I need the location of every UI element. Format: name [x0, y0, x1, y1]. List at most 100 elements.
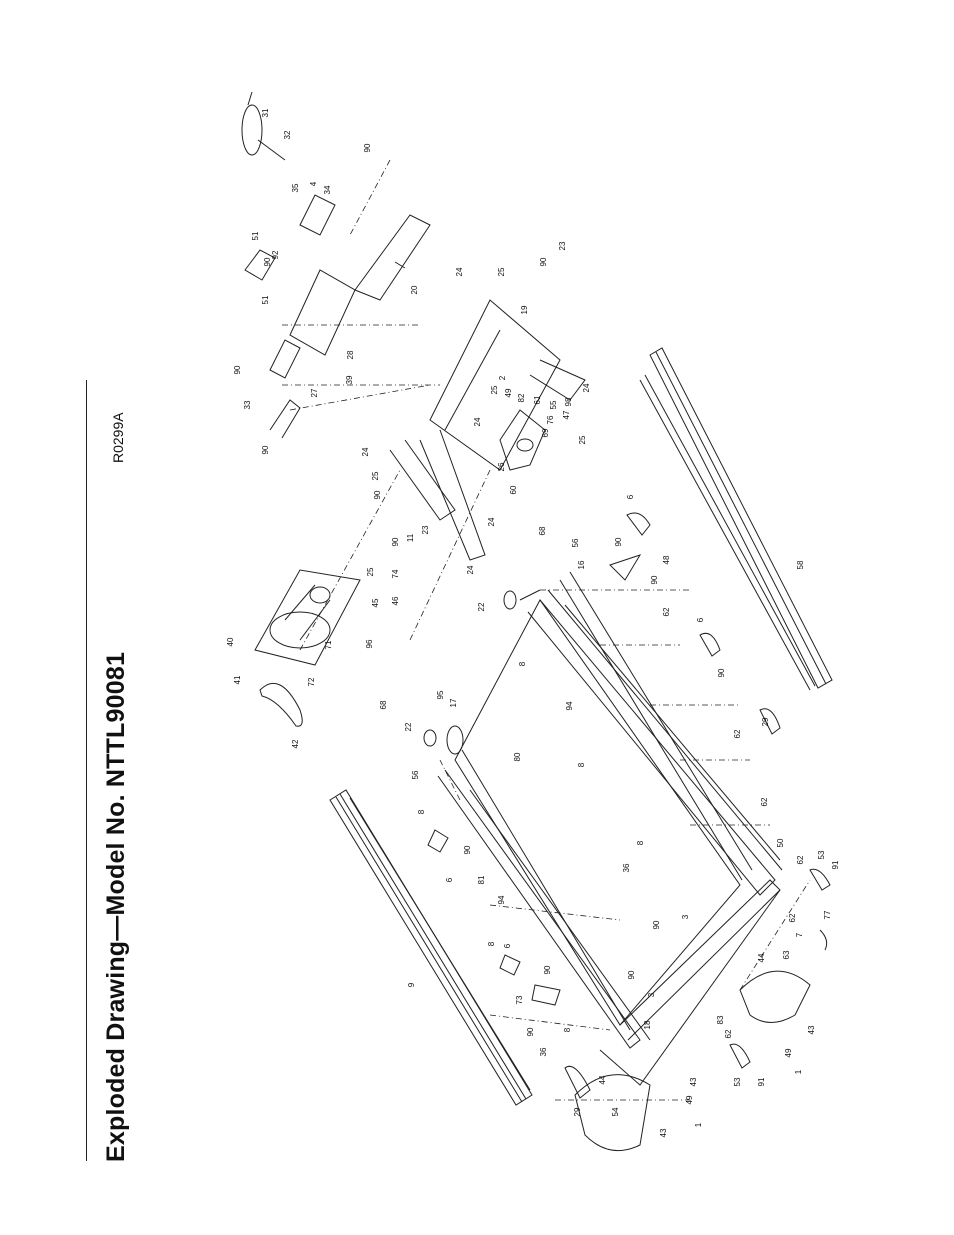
part-label: 9: [407, 982, 416, 987]
part-label: 28: [346, 350, 355, 359]
part-label: 76: [546, 415, 555, 424]
part-label: 50: [776, 838, 785, 847]
part-label: 54: [611, 1107, 620, 1116]
part-label: 25: [578, 435, 587, 444]
part-label: 51: [251, 231, 260, 240]
motor-assembly: [254, 569, 361, 666]
part-label: 90: [261, 445, 270, 454]
frame: [437, 571, 783, 1086]
part-label: 3: [647, 992, 656, 997]
part-label: 62: [724, 1029, 733, 1038]
part-label: 90: [717, 668, 726, 677]
part-label: 29: [761, 717, 770, 726]
part-label: 18: [643, 1020, 652, 1029]
part-label: 4: [309, 181, 318, 186]
part-label: 90: [650, 575, 659, 584]
part-label: 1: [694, 1122, 703, 1127]
part-label: 73: [515, 995, 524, 1004]
part-label: 23: [421, 525, 430, 534]
part-label: 29: [573, 1107, 582, 1116]
incline-motor: [499, 409, 546, 471]
part-label: 27: [310, 388, 319, 397]
part-label: 94: [497, 895, 506, 904]
part-label: 3: [681, 914, 690, 919]
part-label: 82: [517, 393, 526, 402]
part-label: 90: [539, 257, 548, 266]
part-label: 90: [526, 1027, 535, 1036]
right-side-rail: [639, 347, 833, 691]
part-label: 1: [794, 1069, 803, 1074]
part-label: 49: [504, 388, 513, 397]
part-label: 24: [473, 417, 482, 426]
part-label: 80: [513, 752, 522, 761]
part-label: 68: [379, 700, 388, 709]
part-label: 25: [366, 567, 375, 576]
part-label: 44: [598, 1075, 607, 1084]
part-label: 7: [795, 932, 804, 937]
part-label: 8: [417, 809, 426, 814]
part-label: 41: [233, 675, 242, 684]
part-label: 56: [411, 770, 420, 779]
motor-belt: [259, 682, 303, 727]
rollers: [423, 589, 541, 755]
part-label: 77: [823, 910, 832, 919]
part-label: 19: [520, 305, 529, 314]
part-label: 92: [271, 250, 280, 259]
part-label: 36: [539, 1047, 548, 1056]
part-label: 53: [733, 1077, 742, 1086]
part-label: 68: [538, 526, 547, 535]
part-label: 83: [716, 1015, 725, 1024]
part-label: 81: [477, 875, 486, 884]
part-label: 34: [323, 185, 332, 194]
part-label: 8: [636, 840, 645, 845]
part-label: 98: [564, 397, 573, 406]
part-label: 24: [455, 267, 464, 276]
part-label: 91: [757, 1077, 766, 1086]
part-label: 25: [371, 471, 380, 480]
part-label: 25: [497, 267, 506, 276]
part-label: 49: [784, 1048, 793, 1057]
part-label: 44: [757, 953, 766, 962]
part-label: 35: [291, 183, 300, 192]
part-label: 62: [788, 913, 797, 922]
electronics: [241, 91, 336, 439]
part-label: 90: [373, 490, 382, 499]
part-label: 11: [406, 533, 415, 542]
part-label: 90: [543, 965, 552, 974]
part-label: 62: [796, 855, 805, 864]
part-label: 6: [445, 877, 454, 882]
part-label: 26: [497, 462, 506, 471]
part-label: 49: [685, 1095, 694, 1104]
part-label: 8: [487, 941, 496, 946]
part-label: 40: [226, 637, 235, 646]
part-label: 48: [662, 555, 671, 564]
part-label: 23: [558, 241, 567, 250]
part-label: 46: [391, 596, 400, 605]
part-label: 47: [562, 410, 571, 419]
part-label: 90: [614, 537, 623, 546]
part-label: 62: [733, 729, 742, 738]
part-label: 42: [291, 739, 300, 748]
part-label: 43: [689, 1077, 698, 1086]
part-label: 45: [371, 598, 380, 607]
part-label: 55: [549, 400, 558, 409]
part-label: 32: [283, 130, 292, 139]
part-label: 58: [796, 560, 805, 569]
part-label: 91: [831, 860, 840, 869]
part-label: 6: [503, 943, 512, 948]
part-label: 90: [652, 920, 661, 929]
part-label: 16: [577, 560, 586, 569]
leader-lines: [282, 159, 811, 1101]
part-label: 62: [662, 607, 671, 616]
part-label: 8: [577, 762, 586, 767]
part-label: 24: [487, 517, 496, 526]
feet-and-covers: [427, 512, 831, 1152]
part-label: 63: [782, 950, 791, 959]
part-label: 72: [307, 677, 316, 686]
part-label: 24: [582, 383, 591, 392]
part-label: 36: [622, 863, 631, 872]
part-label: 74: [391, 569, 400, 578]
left-side-rail: [329, 789, 533, 1106]
